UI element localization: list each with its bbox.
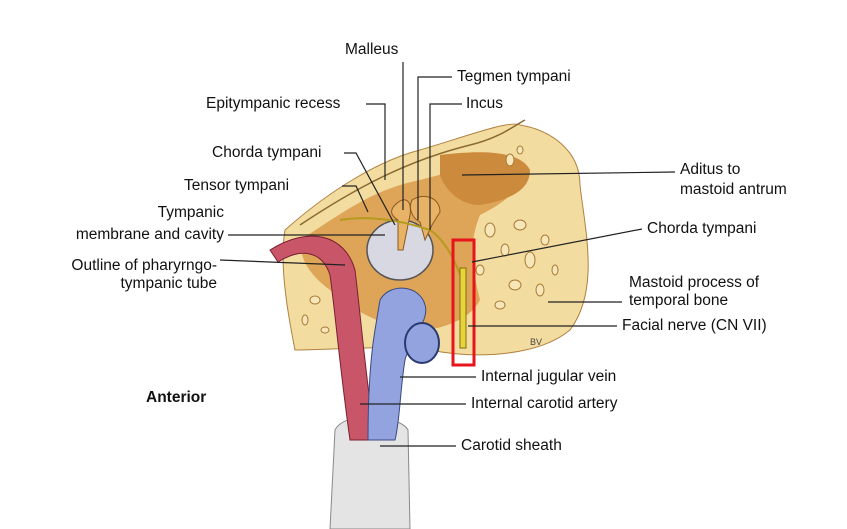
illustrator-signature: BV — [530, 337, 542, 347]
label-tensor-tympani: Tensor tympani — [184, 177, 290, 194]
label-tympanic-line1: Tympanic — [157, 204, 224, 221]
malleus-ossicle — [391, 199, 411, 251]
label-chorda-tympani-left: Chorda tympani — [212, 144, 322, 161]
tegmen-ridge — [299, 119, 526, 226]
label-malleus: Malleus — [345, 41, 399, 58]
mastoid-air-cells — [301, 145, 559, 334]
label-tegmen-tympani: Tegmen tympani — [457, 68, 571, 85]
label-aditus-line1: Aditus to — [680, 161, 741, 178]
label-tympanic-line2: membrane and cavity — [75, 226, 224, 243]
label-tympanic-membrane: Tympanic membrane and cavity — [76, 204, 224, 244]
label-facial-nerve: Facial nerve (CN VII) — [622, 317, 767, 334]
label-aditus-line2: mastoid antrum — [680, 181, 787, 198]
facial-nerve-shape — [459, 267, 467, 349]
label-internal-carotid-artery: Internal carotid artery — [471, 395, 618, 412]
label-internal-jugular-vein: Internal jugular vein — [481, 368, 617, 385]
label-mastoid-line2: temporal bone — [629, 292, 729, 309]
label-epitympanic-recess: Epitympanic recess — [206, 95, 341, 112]
label-incus: Incus — [466, 95, 504, 112]
jugular-bulb — [404, 322, 440, 364]
label-aditus: Aditus to mastoid antrum — [680, 161, 787, 199]
label-mastoid-line1: Mastoid process of — [629, 274, 760, 291]
label-pharyngo-line1: Outline of pharyrngo- — [71, 257, 217, 274]
label-mastoid-process: Mastoid process of temporal bone — [629, 274, 759, 310]
leader-lines — [219, 62, 676, 447]
label-anterior: Anterior — [146, 389, 207, 406]
label-pharyngotympanic-tube: Outline of pharyrngo- tympanic tube — [71, 257, 217, 293]
highlight-box — [451, 238, 476, 367]
label-pharyngo-line2: tympanic tube — [120, 275, 218, 292]
label-chorda-tympani-right: Chorda tympani — [647, 220, 757, 237]
label-carotid-sheath: Carotid sheath — [461, 437, 562, 454]
